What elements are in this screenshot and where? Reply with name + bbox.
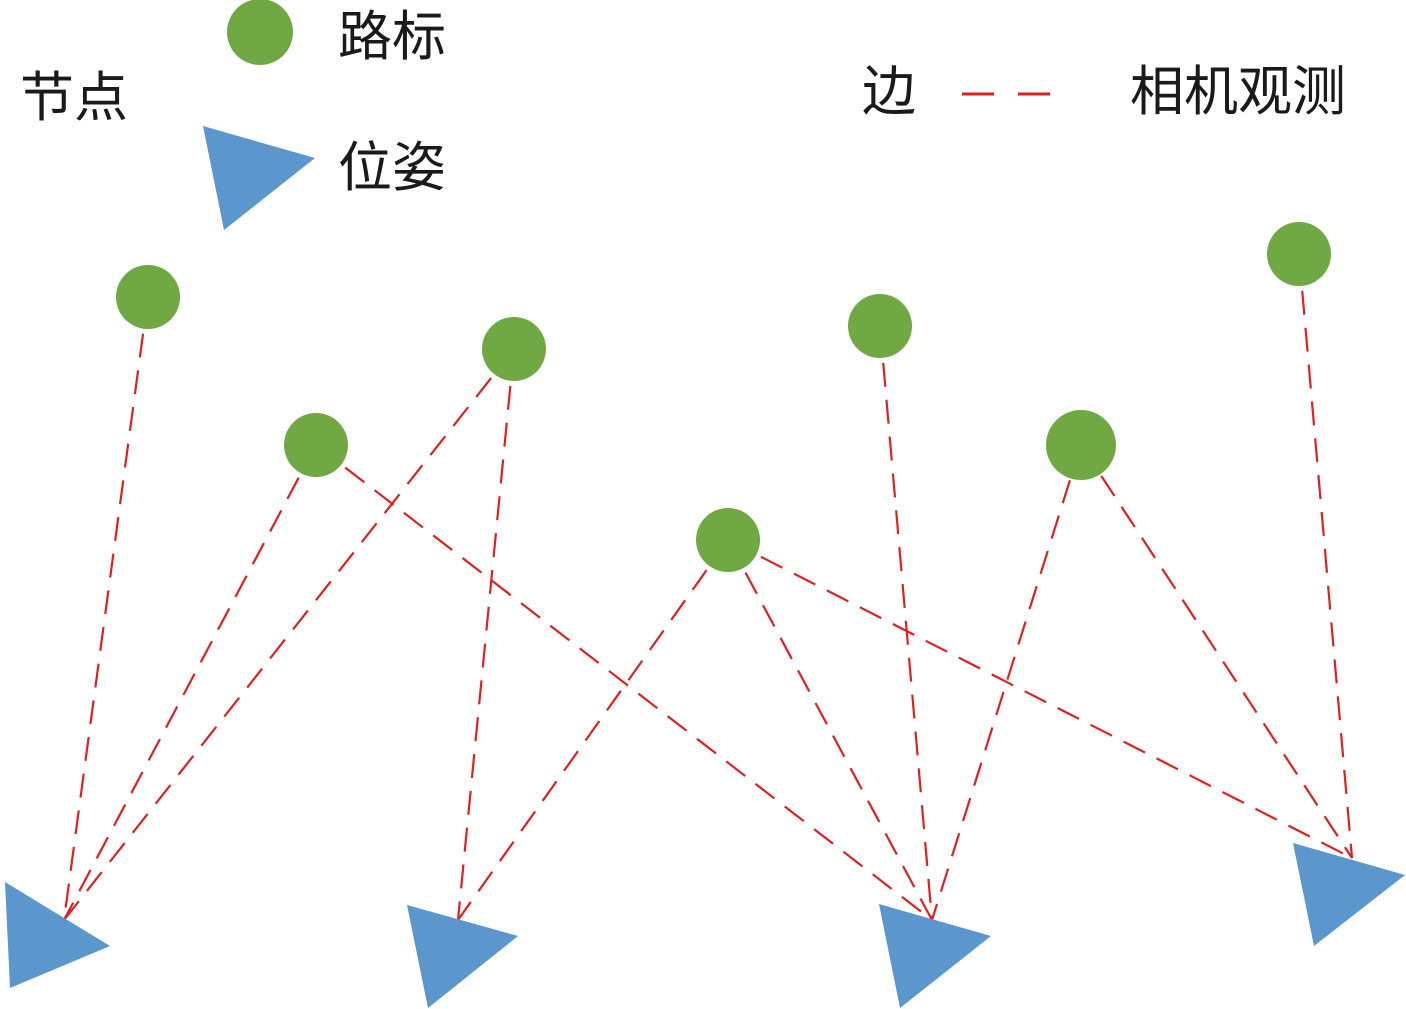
observation-edge	[62, 296, 150, 921]
legend-pose-icon	[203, 126, 315, 230]
observation-edge	[315, 444, 933, 921]
observation-edge	[727, 539, 1353, 859]
legend-pose-label: 位姿	[338, 136, 446, 199]
observation-edge	[1080, 444, 1353, 859]
legend-landmark-icon	[227, 0, 293, 65]
pose-nodes	[5, 843, 1405, 1008]
observation-edges	[62, 253, 1354, 921]
observation-edge	[878, 325, 934, 921]
landmark-node	[284, 413, 348, 477]
pose-node	[1293, 843, 1405, 946]
legend-nodes-label: 节点	[20, 66, 128, 129]
landmark-node	[482, 317, 546, 381]
landmark-node	[1046, 410, 1116, 480]
legend-landmark-label: 路标	[338, 5, 446, 68]
legend-edge-label: 边	[862, 60, 916, 123]
observation-edge	[457, 539, 729, 921]
observation-edge	[1297, 253, 1354, 859]
landmark-node	[696, 508, 760, 572]
pose-node	[5, 882, 110, 988]
observation-edge	[63, 348, 515, 921]
landmark-node	[848, 294, 912, 358]
observation-edge	[456, 348, 516, 921]
landmark-node	[116, 265, 180, 329]
landmark-nodes	[116, 222, 1331, 572]
observation-edge	[930, 444, 1083, 921]
legend: 节点 路标 位姿 边 相机观测	[20, 0, 1346, 230]
pose-node	[879, 904, 991, 1008]
observation-edge	[727, 539, 933, 921]
legend-observation-label: 相机观测	[1130, 60, 1346, 123]
pose-node	[407, 905, 518, 1008]
observation-edge	[63, 444, 317, 921]
landmark-node	[1267, 222, 1331, 286]
